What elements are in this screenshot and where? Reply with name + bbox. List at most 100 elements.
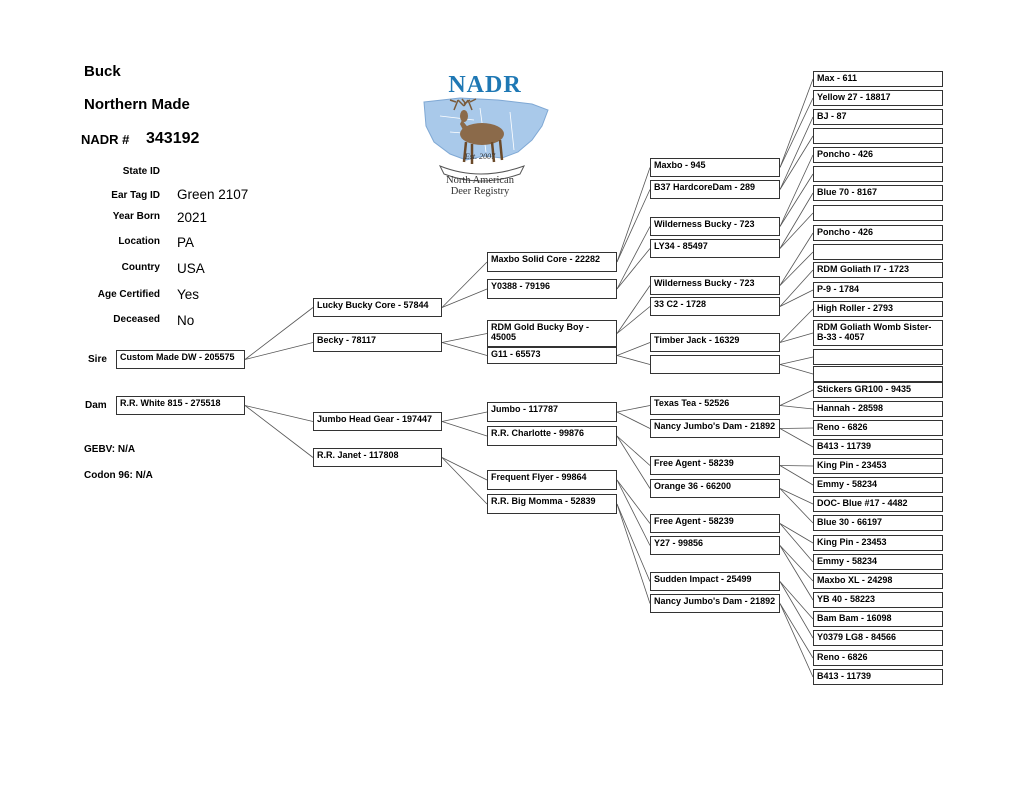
pedigree-gen4-box-11[interactable]: Free Agent - 58239 [650,456,780,475]
pedigree-gen4-box-1[interactable]: Maxbo - 945 [650,158,780,177]
pedigree-gen4-box-13[interactable]: Free Agent - 58239 [650,514,780,533]
pedigree-gen5-box-31[interactable]: Reno - 6826 [813,650,943,666]
pedigree-gen2-box-4[interactable]: R.R. Janet - 117808 [313,448,442,467]
pedigree-gen4-box-8[interactable] [650,355,780,374]
connector-line-23 [616,435,651,466]
pedigree-gen5-box-23[interactable]: DOC- Blue #17 - 4482 [813,496,943,512]
pedigree-gen5-box-15[interactable] [813,349,943,365]
connector-line-35 [779,192,814,249]
pedigree-gen5-box-11[interactable]: RDM Goliath I7 - 1723 [813,262,943,278]
pedigree-gen4-box-14[interactable]: Y27 - 99856 [650,536,780,555]
pedigree-gen3-box-6[interactable]: R.R. Charlotte - 99876 [487,426,617,446]
pedigree-gen3-box-3[interactable]: RDM Gold Bucky Boy - 45005 [487,320,617,347]
connector-line-19 [616,342,651,356]
connector-line-5 [441,261,488,308]
connector-line-30 [779,97,814,168]
dam-label: Dam [85,400,107,411]
pedigree-gen2-box-3[interactable]: Jumbo Head Gear - 197447 [313,412,442,431]
pedigree-gen5-box-30[interactable]: Y0379 LG8 - 84566 [813,630,943,646]
pedigree-gen5-box-3[interactable]: BJ - 87 [813,109,943,125]
connector-line-57 [779,581,814,620]
connector-line-33 [779,154,814,227]
pedigree-gen5-box-19[interactable]: Reno - 6826 [813,420,943,436]
nadr-number: 343192 [146,130,200,147]
connector-line-54 [779,523,814,563]
detail-value-deceased: No [177,313,195,328]
pedigree-gen3-box-5[interactable]: Jumbo - 117787 [487,402,617,422]
pedigree-gen5-box-27[interactable]: Maxbo XL - 24298 [813,573,943,589]
pedigree-gen5-box-6[interactable] [813,166,943,182]
pedigree-gen3-box-1[interactable]: Maxbo Solid Core - 22282 [487,252,617,272]
pedigree-gen3-box-7[interactable]: Frequent Flyer - 99864 [487,470,617,490]
pedigree-gen4-box-9[interactable]: Texas Tea - 52526 [650,396,780,415]
pedigree-gen4-box-4[interactable]: LY34 - 85497 [650,239,780,258]
pedigree-gen4-box-2[interactable]: B37 HardcoreDam - 289 [650,180,780,199]
pedigree-gen5-box-4[interactable] [813,128,943,144]
connector-line-20 [616,355,651,365]
connector-line-10 [441,421,488,437]
pedigree-gen5-box-10[interactable] [813,244,943,260]
pedigree-gen2-box-2[interactable]: Becky - 78117 [313,333,442,352]
pedigree-gen4-box-15[interactable]: Sudden Impact - 25499 [650,572,780,591]
detail-value-age-certified: Yes [177,287,200,302]
pedigree-gen5-box-12[interactable]: P-9 - 1784 [813,282,943,298]
pedigree-gen2-box-1[interactable]: Lucky Bucky Core - 57844 [313,298,442,317]
logo-title: NADR [448,72,522,98]
pedigree-gen5-box-28[interactable]: YB 40 - 58223 [813,592,943,608]
detail-value-year-born: 2021 [177,210,208,225]
connector-line-52 [779,488,814,524]
connector-line-2 [244,342,314,360]
connector-line-55 [779,545,814,582]
pedigree-gen5-box-21[interactable]: King Pin - 23453 [813,458,943,474]
pedigree-gen5-box-9[interactable]: Poncho - 426 [813,225,943,241]
pedigree-gen5-box-8[interactable] [813,205,943,221]
detail-label-year-born: Year Born [112,211,160,222]
pedigree-dam-box[interactable]: R.R. White 815 - 275518 [116,396,245,415]
pedigree-gen5-box-32[interactable]: B413 - 11739 [813,669,943,685]
connector-line-29 [779,78,814,168]
connector-line-32 [779,135,814,190]
pedigree-gen5-box-2[interactable]: Yellow 27 - 18817 [813,90,943,106]
connector-line-31 [779,116,814,190]
connector-line-6 [441,288,488,308]
pedigree-gen5-box-13[interactable]: High Roller - 2793 [813,301,943,317]
logo-est: Est. 2007 [464,152,496,161]
detail-label-country: Country [121,262,160,273]
pedigree-gen5-box-25[interactable]: King Pin - 23453 [813,535,943,551]
connector-line-27 [616,503,651,582]
pedigree-gen5-box-18[interactable]: Hannah - 28598 [813,401,943,417]
pedigree-gen4-box-3[interactable]: Wilderness Bucky - 723 [650,217,780,236]
pedigree-gen5-box-1[interactable]: Max - 611 [813,71,943,87]
connector-line-12 [441,457,488,505]
pedigree-sire-box[interactable]: Custom Made DW - 205575 [116,350,245,369]
pedigree-gen3-box-8[interactable]: R.R. Big Momma - 52839 [487,494,617,514]
detail-label-location: Location [118,236,160,247]
pedigree-gen5-box-22[interactable]: Emmy - 58234 [813,477,943,493]
pedigree-gen4-box-6[interactable]: 33 C2 - 1728 [650,297,780,316]
pedigree-gen5-box-7[interactable]: Blue 70 - 8167 [813,185,943,201]
connector-line-38 [779,251,814,286]
pedigree-gen5-box-24[interactable]: Blue 30 - 66197 [813,515,943,531]
connector-line-14 [616,189,651,263]
detail-label-deceased: Deceased [113,314,160,325]
pedigree-gen4-box-12[interactable]: Orange 36 - 66200 [650,479,780,498]
pedigree-gen4-box-7[interactable]: Timber Jack - 16329 [650,333,780,352]
pedigree-gen4-box-16[interactable]: Nancy Jumbo's Dam - 21892 [650,594,780,613]
connector-line-43 [779,356,814,365]
nadr-logo: NADR Est. 2007 North American Deer Regis… [420,72,552,204]
pedigree-gen5-box-29[interactable]: Bam Bam - 16098 [813,611,943,627]
pedigree-gen3-box-2[interactable]: Y0388 - 79196 [487,279,617,299]
pedigree-gen5-box-14[interactable]: RDM Goliath Womb Sister-B-33 - 4057 [813,320,943,346]
nadr-label: NADR # [81,132,130,147]
pedigree-gen5-box-17[interactable]: Stickers GR100 - 9435 [813,382,943,398]
pedigree-gen5-box-16[interactable] [813,366,943,382]
connector-line-53 [779,523,814,544]
connector-line-36 [779,212,814,249]
pedigree-gen4-box-5[interactable]: Wilderness Bucky - 723 [650,276,780,295]
pedigree-gen4-box-10[interactable]: Nancy Jumbo's Dam - 21892 [650,419,780,438]
pedigree-gen5-box-20[interactable]: B413 - 11739 [813,439,943,455]
pedigree-gen5-box-5[interactable]: Poncho - 426 [813,147,943,163]
pedigree-gen5-box-26[interactable]: Emmy - 58234 [813,554,943,570]
pedigree-gen3-box-4[interactable]: G11 - 65573 [487,347,617,364]
gebv-text: GEBV: N/A [84,444,136,455]
